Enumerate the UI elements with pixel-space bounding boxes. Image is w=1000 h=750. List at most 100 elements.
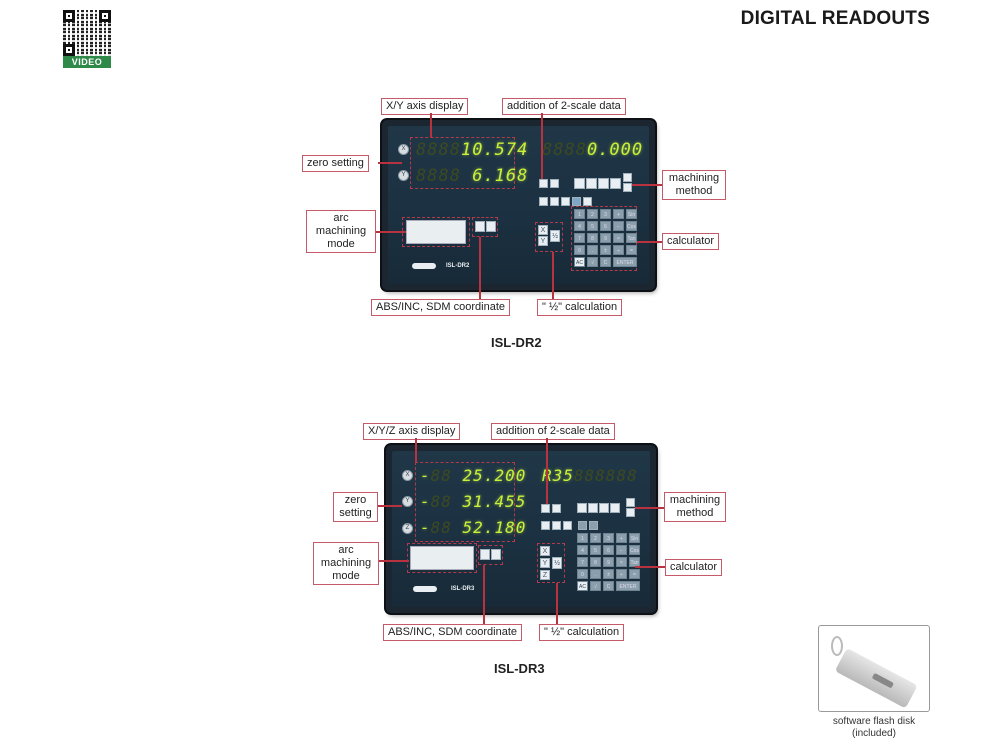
xyz-display-group — [415, 462, 515, 542]
calc-key[interactable]: √ — [587, 257, 598, 267]
half-key[interactable]: ½ — [552, 557, 562, 569]
calc-key[interactable]: 0 — [577, 569, 588, 579]
calc-key[interactable]: √ — [590, 581, 601, 591]
calc-key[interactable]: C — [600, 257, 611, 267]
calc-key[interactable]: − — [616, 545, 627, 555]
calc-key[interactable]: 5 — [587, 221, 598, 231]
arrow-up-key[interactable] — [623, 173, 632, 182]
func-key-2[interactable] — [550, 197, 559, 206]
half-x-key[interactable]: X — [538, 225, 548, 235]
calc-key[interactable]: C — [603, 581, 614, 591]
calc-key[interactable]: . — [587, 245, 598, 255]
calc-key[interactable]: 5 — [590, 545, 601, 555]
arrow-down-key[interactable] — [623, 183, 632, 192]
brand-model-text: ISL-DR3 — [451, 586, 475, 592]
sdm-key[interactable] — [486, 221, 496, 232]
calc-key[interactable]: Cos — [629, 545, 640, 555]
slope-method-key[interactable] — [610, 503, 620, 513]
calc-key[interactable]: Cos — [626, 221, 637, 231]
abs-inc-group — [472, 217, 498, 237]
calc-key[interactable]: 3 — [600, 209, 611, 219]
subtract-key[interactable] — [550, 179, 559, 188]
func-key-4[interactable] — [578, 521, 587, 530]
half-x-key[interactable]: X — [540, 546, 550, 556]
half-y-key[interactable]: Y — [538, 236, 548, 246]
calc-key[interactable]: 6 — [600, 221, 611, 231]
calc-key[interactable]: ± — [600, 245, 611, 255]
func-key-5[interactable] — [583, 197, 592, 206]
calc-key[interactable]: − — [613, 221, 624, 231]
half-key[interactable]: ½ — [550, 230, 560, 242]
half-z-key[interactable]: Z — [540, 570, 550, 580]
zero-z-button[interactable]: Z — [402, 523, 413, 534]
calc-key[interactable]: + — [616, 533, 627, 543]
aux-readout: 88880.000 — [542, 140, 644, 160]
calc-key[interactable]: 0 — [574, 245, 585, 255]
calc-key[interactable]: 7 — [574, 233, 585, 243]
func-key-2[interactable] — [552, 521, 561, 530]
calc-key[interactable]: 4 — [574, 221, 585, 231]
abs-inc-key[interactable] — [475, 221, 485, 232]
calc-key[interactable]: Tan — [629, 557, 640, 567]
calc-key-ac[interactable]: AC — [574, 257, 585, 267]
arrow-up-key[interactable] — [626, 498, 635, 507]
sdm-key[interactable] — [491, 549, 501, 560]
func-key-3[interactable] — [563, 521, 572, 530]
calc-key[interactable]: ÷ — [616, 569, 627, 579]
calc-key[interactable]: ± — [603, 569, 614, 579]
abs-inc-key[interactable] — [480, 549, 490, 560]
calc-key-ac[interactable]: AC — [577, 581, 588, 591]
calc-key-enter[interactable]: ENTER — [613, 257, 637, 267]
half-y-key[interactable]: Y — [540, 558, 550, 568]
calc-key[interactable]: 9 — [600, 233, 611, 243]
zero-y-button[interactable]: Y — [402, 496, 413, 507]
brand-logo — [413, 586, 437, 592]
slope-method-key[interactable] — [610, 178, 621, 189]
arc-mode-keypad[interactable] — [410, 546, 474, 570]
zero-x-button[interactable]: X — [402, 470, 413, 481]
func-key-3[interactable] — [561, 197, 570, 206]
calc-key[interactable]: = — [626, 245, 637, 255]
video-badge: VIDEO — [63, 56, 111, 68]
calc-key[interactable]: 3 — [603, 533, 614, 543]
calc-key[interactable]: Tan — [626, 233, 637, 243]
qr-code-video[interactable]: VIDEO — [63, 10, 111, 68]
arc-method-key[interactable] — [577, 503, 587, 513]
calc-key[interactable]: × — [613, 233, 624, 243]
calc-key[interactable]: 1 — [574, 209, 585, 219]
zero-x-button[interactable]: X — [398, 144, 409, 155]
circle-method-key[interactable] — [598, 178, 609, 189]
calc-key[interactable]: 6 — [603, 545, 614, 555]
calc-key[interactable]: = — [629, 569, 640, 579]
calc-key[interactable]: 2 — [590, 533, 601, 543]
calc-key[interactable]: Sin — [629, 533, 640, 543]
calc-key[interactable]: + — [613, 209, 624, 219]
calc-key[interactable]: × — [616, 557, 627, 567]
arc-method-key[interactable] — [574, 178, 585, 189]
line-method-key[interactable] — [586, 178, 597, 189]
func-key-1[interactable] — [541, 521, 550, 530]
func-key-1[interactable] — [539, 197, 548, 206]
calc-key[interactable]: 7 — [577, 557, 588, 567]
arrow-down-key[interactable] — [626, 508, 635, 517]
calc-key[interactable]: 9 — [603, 557, 614, 567]
calc-key[interactable]: 8 — [587, 233, 598, 243]
calc-key[interactable]: ÷ — [613, 245, 624, 255]
addition-key[interactable] — [539, 179, 548, 188]
calc-key[interactable]: 1 — [577, 533, 588, 543]
func-key-5[interactable] — [589, 521, 598, 530]
x-readout: -88 25.200 — [420, 466, 527, 485]
subtract-key[interactable] — [552, 504, 561, 513]
calc-key[interactable]: 4 — [577, 545, 588, 555]
calc-key[interactable]: 2 — [587, 209, 598, 219]
calc-key-enter[interactable]: ENTER — [616, 581, 640, 591]
calc-key[interactable]: . — [590, 569, 601, 579]
calc-key[interactable]: 8 — [590, 557, 601, 567]
arc-mode-keypad[interactable] — [406, 220, 466, 244]
line-method-key[interactable] — [588, 503, 598, 513]
func-key-4[interactable] — [572, 197, 581, 206]
calc-key[interactable]: Sin — [626, 209, 637, 219]
addition-key[interactable] — [541, 504, 550, 513]
circle-method-key[interactable] — [599, 503, 609, 513]
zero-y-button[interactable]: Y — [398, 170, 409, 181]
